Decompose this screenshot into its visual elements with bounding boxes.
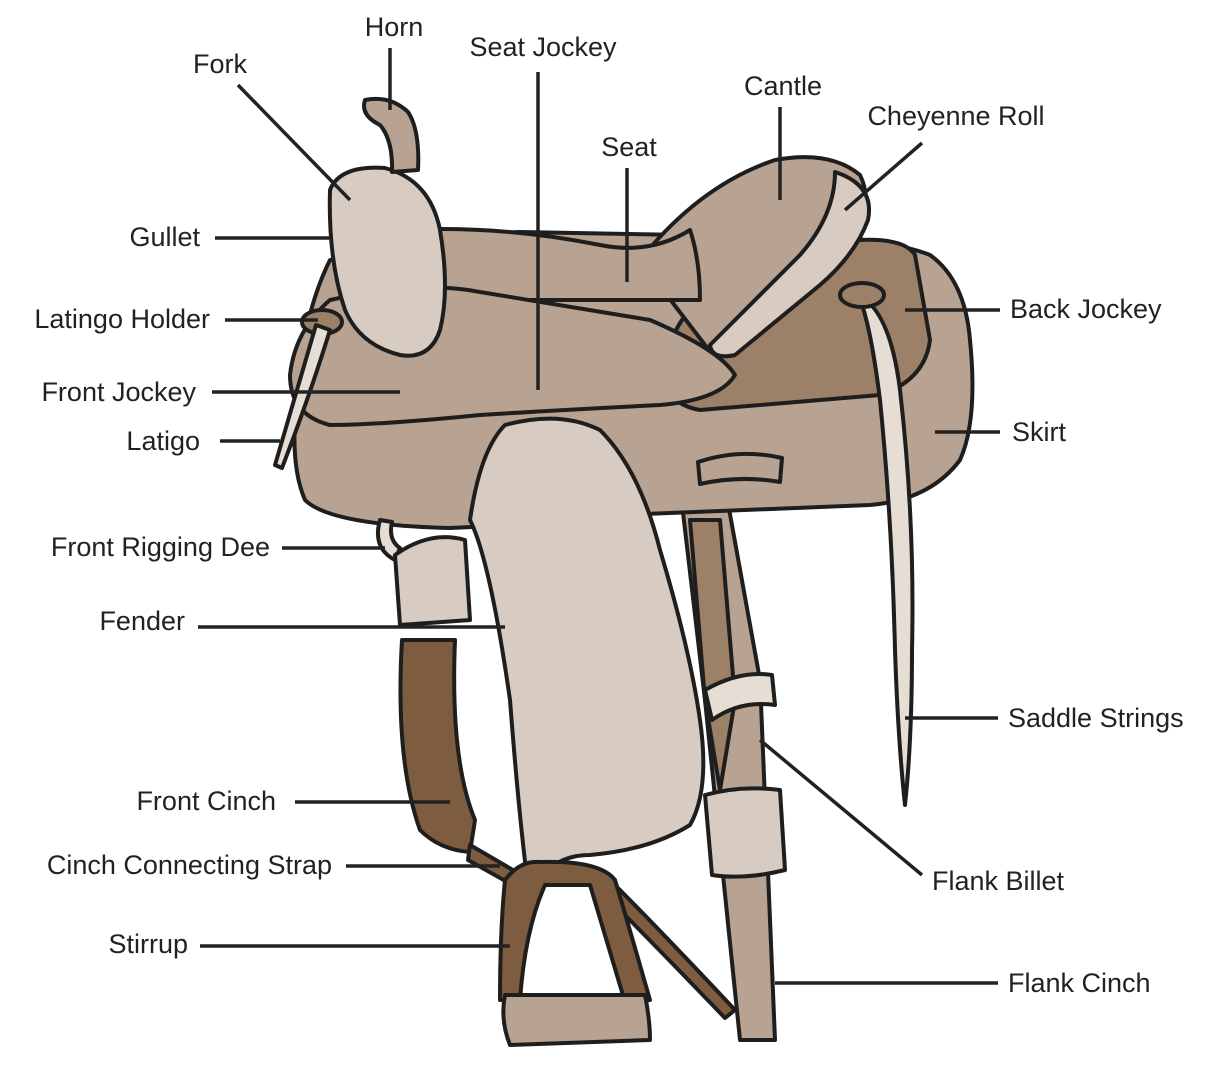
label-horn: Horn <box>365 12 424 42</box>
label-front-jockey: Front Jockey <box>41 377 196 407</box>
label-cantle: Cantle <box>744 71 822 101</box>
label-back-jockey: Back Jockey <box>1010 294 1162 324</box>
label-front-cinch: Front Cinch <box>136 786 276 816</box>
label-latigo-holder: Latingo Holder <box>34 304 210 334</box>
saddle-string-ring-shape <box>840 283 884 307</box>
front-rigging-strap-shape <box>395 537 470 625</box>
label-stirrup: Stirrup <box>108 929 188 959</box>
label-cinch-connecting-strap: Cinch Connecting Strap <box>47 850 332 880</box>
label-seat: Seat <box>601 132 657 162</box>
label-fender: Fender <box>99 606 185 636</box>
leader-fork <box>238 85 350 200</box>
rear-rigging-keeper-shape <box>698 454 782 484</box>
label-flank-cinch: Flank Cinch <box>1008 968 1151 998</box>
stirrup-tread-shape <box>503 995 650 1045</box>
saddle-illustration <box>275 99 972 1045</box>
label-seat-jockey: Seat Jockey <box>469 32 617 62</box>
label-latigo: Latigo <box>126 426 200 456</box>
label-fork: Fork <box>193 49 248 79</box>
label-saddle-strings: Saddle Strings <box>1008 703 1184 733</box>
front-cinch-shape <box>400 640 475 852</box>
label-front-rigging-dee: Front Rigging Dee <box>51 532 270 562</box>
label-flank-billet: Flank Billet <box>932 866 1065 896</box>
label-skirt: Skirt <box>1012 417 1066 447</box>
stirrup-shape <box>500 862 650 1002</box>
label-gullet: Gullet <box>129 222 200 252</box>
label-cheyenne-roll: Cheyenne Roll <box>867 101 1044 131</box>
flank-cinch-buckle-shape <box>705 788 785 876</box>
